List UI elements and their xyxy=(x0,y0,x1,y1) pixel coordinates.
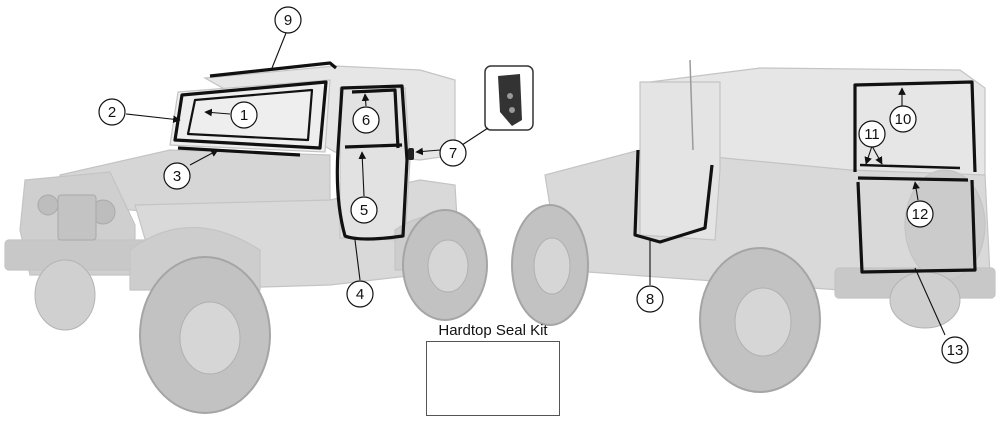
callout-9-label: 9 xyxy=(284,12,292,29)
rear-wheels xyxy=(511,204,961,393)
callout-9: 9 xyxy=(274,6,302,34)
front-headlights xyxy=(37,194,116,241)
door-latch xyxy=(408,148,414,160)
callout-11: 11 xyxy=(858,120,886,148)
callout-8-label: 8 xyxy=(646,291,654,308)
callout-11-label: 11 xyxy=(864,126,880,143)
callout-7: 7 xyxy=(439,139,467,167)
callout-4-label: 4 xyxy=(356,286,364,303)
callout-5: 5 xyxy=(350,196,378,224)
callout-13-label: 13 xyxy=(947,342,964,359)
callout-3: 3 xyxy=(163,162,191,190)
seal-11-upper xyxy=(859,163,961,170)
callout-2: 2 xyxy=(98,98,126,126)
callout-7-label: 7 xyxy=(449,145,457,162)
callout-8: 8 xyxy=(636,285,664,313)
seal-2-windshield-frame xyxy=(173,80,328,150)
kit-box xyxy=(426,341,560,416)
rear-antenna xyxy=(689,59,694,151)
seal-1-glass xyxy=(186,88,314,142)
seal-10-glass-opening xyxy=(853,80,977,173)
seal-6-door-top xyxy=(351,88,400,149)
callout-12-label: 12 xyxy=(912,206,929,223)
kit-title: Hardtop Seal Kit xyxy=(438,322,548,339)
callout-6-label: 6 xyxy=(362,112,370,129)
seal-13-tailgate xyxy=(856,179,977,274)
callout-4: 4 xyxy=(346,280,374,308)
seal-4-door-perimeter xyxy=(335,84,409,241)
callout-1: 1 xyxy=(230,101,258,129)
seal-highlights xyxy=(173,61,977,274)
callout-3-label: 3 xyxy=(173,168,181,185)
callout-10: 10 xyxy=(889,105,917,133)
rear-vehicle xyxy=(544,67,996,299)
callout-12: 12 xyxy=(906,200,934,228)
callout-10-label: 10 xyxy=(895,111,912,128)
seal-9-header xyxy=(209,61,338,78)
callout-6: 6 xyxy=(352,106,380,134)
front-wheels xyxy=(34,209,488,414)
leader-lines xyxy=(125,32,946,336)
callout-2-label: 2 xyxy=(108,104,116,121)
seal-12-lower xyxy=(857,176,969,182)
bracket-inset xyxy=(484,65,534,131)
callout-1-label: 1 xyxy=(240,107,248,124)
seal-5-beltline xyxy=(344,143,403,149)
callout-13: 13 xyxy=(941,336,969,364)
seal-3-base xyxy=(177,146,301,157)
seal-8-rear-door xyxy=(633,149,714,244)
callout-5-label: 5 xyxy=(360,202,368,219)
